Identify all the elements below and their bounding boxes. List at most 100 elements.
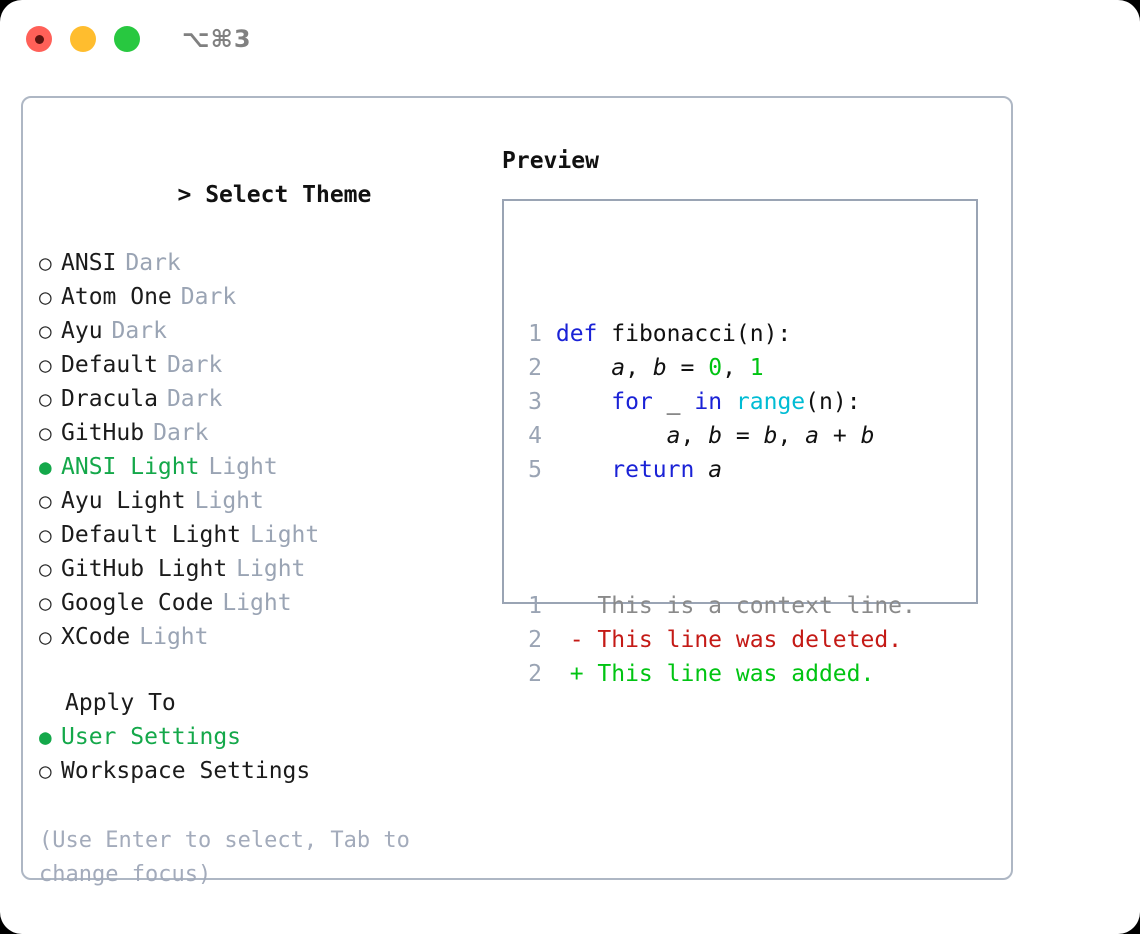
code-token: (n):: [805, 389, 861, 415]
theme-option-tag: Light: [194, 488, 264, 514]
theme-option-label: ANSI: [61, 250, 117, 276]
code-token: ,: [777, 423, 806, 449]
diff-line-text: This is a context line.: [542, 593, 916, 619]
radio-unselected-icon[interactable]: ○: [39, 251, 52, 275]
radio-unselected-icon[interactable]: ○: [39, 489, 52, 513]
code-token: ,: [625, 355, 653, 381]
theme-option[interactable]: ○ Google Code Light: [39, 586, 489, 620]
keyboard-shortcut-label: ⌥⌘3: [182, 25, 252, 53]
line-number: 2: [528, 355, 542, 381]
code-token: [556, 389, 611, 415]
diff-line: 1 This is a context line.: [518, 589, 916, 623]
theme-option-tag: Light: [222, 590, 292, 616]
theme-option-label: Atom One: [61, 284, 172, 310]
theme-option[interactable]: ○ Atom One Dark: [39, 280, 489, 314]
theme-option-label: GitHub Light: [61, 556, 228, 582]
radio-unselected-icon[interactable]: ○: [39, 591, 52, 615]
prompt-caret-icon: >: [177, 182, 192, 208]
radio-unselected-icon[interactable]: ○: [39, 759, 52, 783]
code-token: fibonacci(n):: [611, 321, 792, 347]
radio-selected-icon[interactable]: ●: [39, 725, 52, 749]
code-token: in: [694, 389, 723, 415]
code-token: b: [860, 423, 875, 449]
diff-line: 2 - This line was deleted.: [518, 623, 916, 657]
line-number: 1: [528, 321, 542, 347]
minimize-button[interactable]: [70, 26, 96, 52]
apply-to-list: ● User Settings ○ Workspace Settings: [39, 720, 489, 788]
close-button[interactable]: [26, 26, 52, 52]
apply-to-heading: Apply To: [65, 690, 176, 716]
radio-selected-icon[interactable]: ●: [39, 455, 52, 479]
line-number: 3: [528, 389, 542, 415]
code-token: +: [819, 423, 861, 449]
code-line: 1 def fibonacci(n):: [518, 317, 916, 351]
theme-option-label: GitHub: [61, 420, 145, 446]
line-number: 4: [528, 423, 542, 449]
code-line: 4 a, b = b, a + b: [518, 419, 916, 453]
theme-option-tag: Dark: [153, 420, 209, 446]
apply-to-option[interactable]: ○ Workspace Settings: [39, 754, 489, 788]
theme-option-label: Dracula: [61, 386, 158, 412]
code-token: a: [611, 355, 626, 381]
maximize-button[interactable]: [114, 26, 140, 52]
preview-panel: Preview 1 def fibonacci(n):2 a, b = 0, 1…: [502, 144, 982, 687]
theme-option[interactable]: ○ Default Dark: [39, 348, 489, 382]
traffic-lights: [26, 26, 140, 52]
theme-option-tag: Light: [236, 556, 306, 582]
theme-option[interactable]: ○ GitHub Dark: [39, 416, 489, 450]
theme-option-label: Default: [61, 352, 158, 378]
line-number: 1: [528, 593, 542, 619]
code-token: [556, 457, 611, 483]
apply-to-option-label: User Settings: [61, 724, 242, 750]
line-number: 5: [528, 457, 542, 483]
code-line: 5 return a: [518, 453, 916, 487]
code-token: [722, 389, 736, 415]
spacer: [39, 654, 489, 686]
theme-option-tag: Dark: [125, 250, 181, 276]
code-token: ,: [680, 423, 709, 449]
apply-to-option-label: Workspace Settings: [61, 758, 311, 784]
radio-unselected-icon[interactable]: ○: [39, 353, 52, 377]
radio-unselected-icon[interactable]: ○: [39, 421, 52, 445]
code-token: def: [555, 321, 612, 347]
apply-to-option[interactable]: ● User Settings: [39, 720, 489, 754]
radio-unselected-icon[interactable]: ○: [39, 625, 52, 649]
radio-unselected-icon[interactable]: ○: [39, 387, 52, 411]
code-token: a: [805, 423, 820, 449]
diff-line-text: + This line was added.: [542, 661, 875, 687]
code-token: [556, 423, 667, 449]
radio-unselected-icon[interactable]: ○: [39, 557, 52, 581]
code-token: range: [735, 389, 806, 415]
line-number: 2: [528, 627, 542, 653]
radio-unselected-icon[interactable]: ○: [39, 285, 52, 309]
radio-unselected-icon[interactable]: ○: [39, 319, 52, 343]
code-token: ,: [722, 355, 750, 381]
theme-option-label: Google Code: [61, 590, 214, 616]
code-token: b: [763, 423, 778, 449]
code-token: b: [652, 355, 667, 381]
theme-option-tag: Dark: [166, 352, 223, 378]
theme-option-tag: Light: [139, 624, 209, 650]
code-token: =: [666, 355, 709, 381]
theme-option[interactable]: ○ GitHub Light Light: [39, 552, 489, 586]
theme-option-tag: Dark: [180, 284, 237, 310]
titlebar: ⌥⌘3: [0, 0, 1140, 78]
radio-unselected-icon[interactable]: ○: [39, 523, 52, 547]
theme-option[interactable]: ○ ANSI Dark: [39, 246, 489, 280]
code-token: 0: [708, 355, 723, 381]
code-token: a: [708, 457, 723, 483]
page-title-text: Select Theme: [205, 182, 372, 208]
